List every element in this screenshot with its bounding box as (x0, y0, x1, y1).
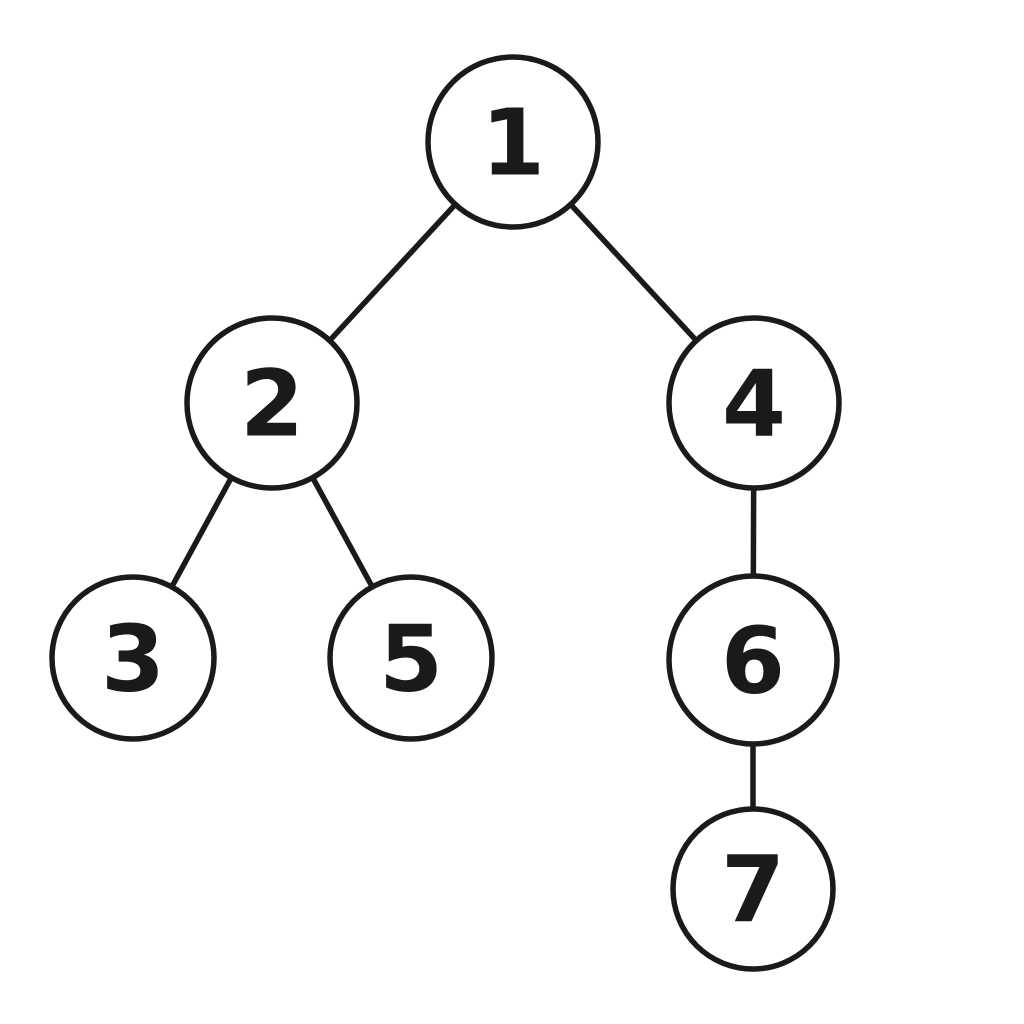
tree-edges-layer (130, 140, 757, 889)
tree-nodes-layer: 1 2 4 3 5 6 7 (49, 54, 842, 972)
tree-node-3: 3 (49, 574, 217, 742)
tree-node-circle-1 (425, 54, 601, 230)
tree-node-label-7: 7 (721, 837, 785, 944)
tree-node-circle-6 (666, 573, 840, 747)
tree-node-circle-2 (184, 315, 360, 491)
tree-node-circle-7 (670, 806, 836, 972)
tree-node-circle-5 (327, 574, 495, 742)
tree-node-1: 1 (425, 54, 601, 230)
tree-node-6: 6 (666, 573, 840, 747)
tree-node-label-2: 2 (240, 351, 304, 458)
tree-node-5: 5 (327, 574, 495, 742)
tree-node-4: 4 (666, 315, 842, 491)
tree-node-label-1: 1 (481, 90, 545, 197)
tree-node-label-4: 4 (722, 351, 786, 458)
tree-node-2: 2 (184, 315, 360, 491)
tree-node-label-6: 6 (721, 608, 785, 715)
tree-node-label-3: 3 (101, 606, 165, 713)
tree-node-circle-3 (49, 574, 217, 742)
tree-node-label-5: 5 (379, 606, 443, 713)
tree-node-7: 7 (670, 806, 836, 972)
tree-node-circle-4 (666, 315, 842, 491)
